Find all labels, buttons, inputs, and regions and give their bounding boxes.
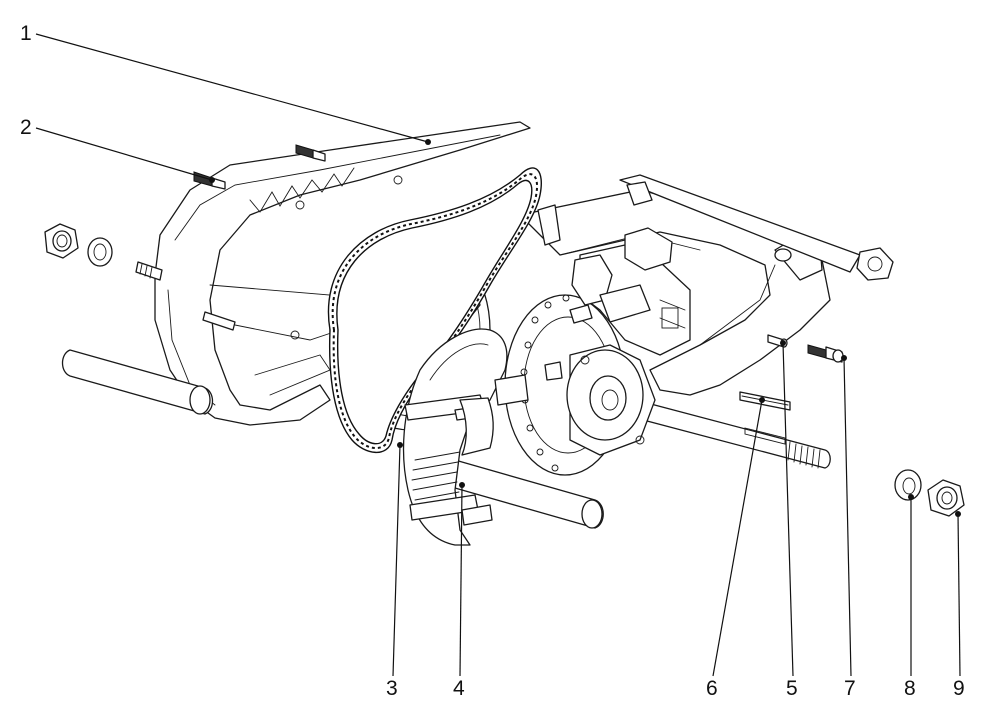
- right-washer: [894, 469, 922, 501]
- leader-dot-8: [908, 494, 914, 500]
- bearing-hub: [566, 344, 656, 456]
- callout-2: 2: [20, 116, 32, 139]
- leader-dot-5: [780, 340, 786, 346]
- leader-5: [782, 342, 794, 677]
- cover-bolt-upper: [295, 144, 326, 162]
- right-nut: [927, 479, 965, 517]
- leader-2: [35, 127, 213, 181]
- leader-3: [392, 444, 401, 677]
- left-washer: [87, 237, 113, 267]
- leader-dot-4: [459, 482, 465, 488]
- callout-3: 3: [386, 677, 398, 700]
- chain-guide: [402, 328, 529, 546]
- swing-arm-frame: [519, 174, 894, 396]
- leader-9: [957, 513, 961, 677]
- callout-7: 7: [844, 677, 856, 700]
- callout-5: 5: [786, 677, 798, 700]
- leader-dot-6: [759, 397, 765, 403]
- leader-4: [459, 484, 463, 677]
- left-axle-tube: [61, 349, 214, 415]
- cover-studs: [135, 261, 236, 331]
- chain-links: [331, 173, 538, 449]
- callout-8: 8: [904, 677, 916, 700]
- drive-chain: [327, 167, 542, 454]
- leader-6: [712, 399, 763, 677]
- leader-1: [35, 33, 429, 143]
- leader-lines: [35, 33, 961, 677]
- left-nut: [44, 223, 79, 259]
- leader-dot-3: [397, 442, 403, 448]
- callout-9: 9: [953, 677, 965, 700]
- callout-4: 4: [453, 677, 465, 700]
- leader-dot-9: [955, 511, 961, 517]
- callout-1: 1: [20, 22, 32, 45]
- axle-key: [739, 391, 791, 411]
- leader-dot-2: [209, 177, 215, 183]
- brake-caliper: [544, 227, 691, 381]
- leader-dot-1: [425, 139, 431, 145]
- leader-dot-7: [841, 355, 847, 361]
- callout-6: 6: [706, 677, 718, 700]
- caliper-bolt: [807, 344, 844, 363]
- callout-labels: 1 2 3 4 5 6 7 8 9: [20, 22, 965, 700]
- leader-7: [843, 357, 852, 677]
